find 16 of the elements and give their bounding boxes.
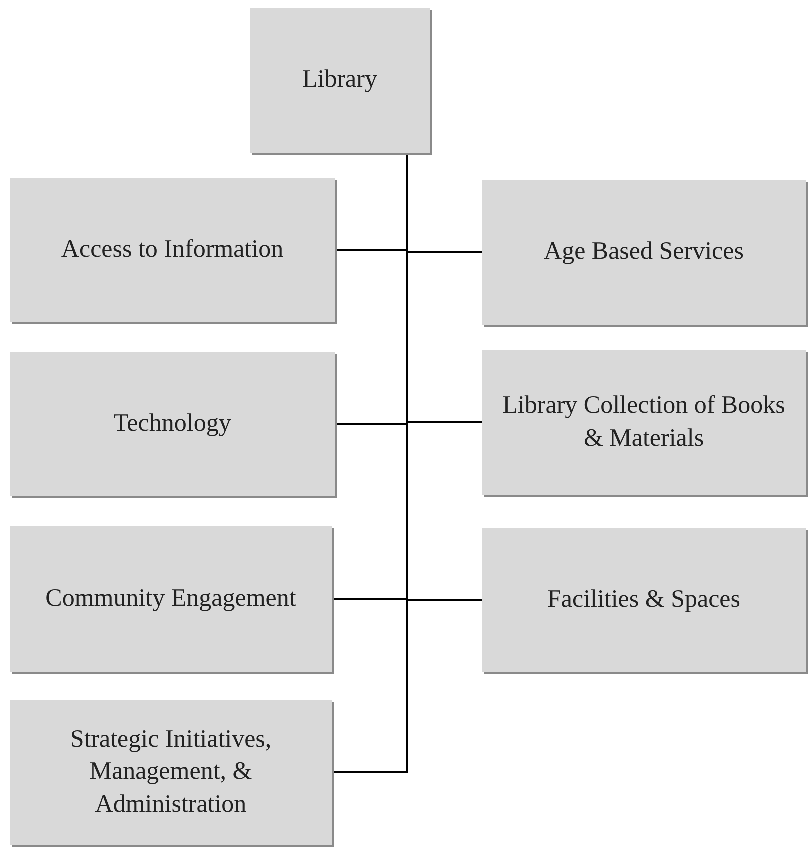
box-label: Community Engagement [46,584,296,614]
box-label: Library [302,65,378,96]
box-label: Age Based Services [544,237,744,268]
box-label: Technology [114,408,232,439]
box-label: Library Collection of Books & Materials [502,391,786,454]
org-box [482,350,806,495]
org-box [482,180,806,325]
org-box [10,700,332,845]
org-box [250,8,430,153]
org-box [10,352,335,496]
org-box [10,526,332,672]
box-label: Facilities & Spaces [547,584,741,615]
box-label: Access to Information [61,234,284,265]
box-label: Strategic Initiatives, Management, & Administration [69,724,273,820]
org-box [482,528,806,672]
org-box [10,178,335,322]
